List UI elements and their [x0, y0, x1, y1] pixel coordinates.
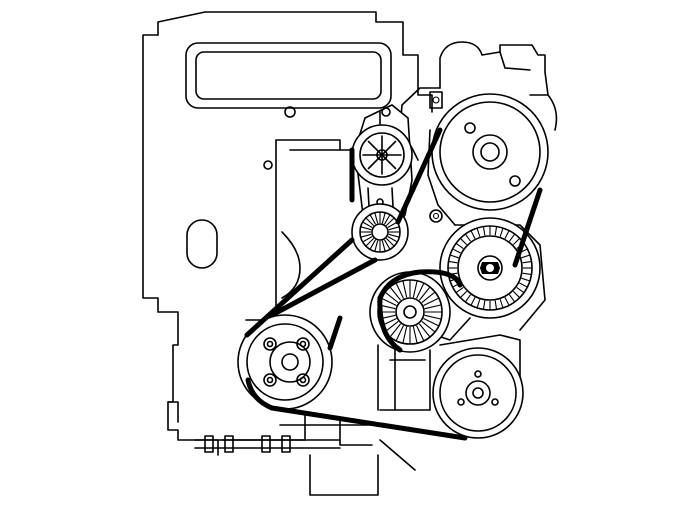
pulley-rib — [519, 282, 528, 288]
pulley-rib — [459, 237, 468, 246]
pulley-rib — [482, 226, 486, 236]
pulley-rib — [521, 277, 531, 282]
pulley-rib — [516, 286, 525, 294]
pulley-rib — [455, 286, 464, 294]
belt-tensioner-pulley — [369, 271, 471, 353]
pulley-rib — [365, 217, 375, 227]
crankshaft-pulley — [237, 314, 333, 410]
pulley-rib — [448, 260, 458, 264]
pulley-rib — [482, 300, 486, 310]
pulley-rib — [402, 280, 408, 298]
pulley-rib — [360, 233, 372, 238]
alternator-pulley — [439, 217, 546, 331]
pulley-rib — [384, 214, 391, 225]
pulley-rib — [476, 227, 481, 237]
pulley-rib — [384, 320, 399, 333]
small-ribbed-pulley — [351, 203, 409, 261]
pulley-rib — [384, 239, 391, 250]
pulley-rib — [464, 294, 472, 303]
pulley-rib — [449, 254, 459, 259]
pulley-rib — [395, 325, 404, 342]
pulley-rib — [418, 323, 431, 338]
serpentine-belt — [244, 127, 543, 441]
pulley-rib — [512, 290, 521, 299]
pulley-rib — [508, 233, 516, 242]
lower-hose-details — [194, 435, 416, 496]
pulley-rib — [362, 236, 373, 243]
pulley-rib — [387, 236, 398, 243]
pulley-rib — [494, 300, 498, 310]
pulley-rib — [362, 221, 373, 228]
pulley-rib — [512, 237, 521, 246]
pulley-rib — [508, 294, 516, 303]
pulley-rib — [374, 212, 379, 224]
pulley-rib — [421, 320, 436, 333]
pulley-rib — [452, 248, 461, 254]
pulley-rib — [455, 242, 464, 250]
pulley-rib — [521, 254, 531, 259]
pulley-rib — [374, 240, 379, 252]
pulley-rib — [412, 326, 418, 344]
pulley-rib — [385, 237, 395, 247]
pulley-rib — [476, 299, 481, 309]
pulley-rib — [522, 272, 532, 276]
pulley-rib — [504, 230, 510, 239]
pulley-rib — [424, 314, 442, 320]
pulley-rib — [504, 297, 510, 306]
pulley-rib — [464, 233, 472, 242]
pulley-rib — [385, 217, 395, 227]
pulley-rib — [494, 226, 498, 236]
pulley-rib — [388, 233, 400, 238]
pulley-rib — [522, 260, 532, 264]
pulley-rib — [369, 214, 376, 225]
block-holes — [186, 106, 443, 269]
pulley-rib — [402, 326, 408, 344]
pulley-rib — [499, 299, 504, 309]
pulley-rib — [384, 291, 399, 304]
pulley-rib — [381, 240, 386, 252]
rocker-cover — [185, 42, 392, 109]
pulley-rib — [459, 290, 468, 299]
pulley-rib — [412, 280, 418, 298]
pulley-rib — [470, 230, 476, 239]
pulley-rib — [381, 212, 386, 224]
power-steering-pulley — [431, 93, 549, 211]
pulley-rib — [360, 226, 372, 231]
ac-compressor-pulley — [432, 334, 524, 439]
pulley-rib — [365, 237, 375, 247]
pulley-rib — [395, 282, 404, 299]
pulley-rib — [470, 297, 476, 306]
pulley-rib — [416, 325, 425, 342]
pulley-rib — [423, 297, 440, 306]
pulley-rib — [416, 282, 425, 299]
pulley-rib — [389, 323, 402, 338]
pulley-rib — [369, 239, 376, 250]
pulley-rib — [424, 304, 442, 310]
pulley-rib — [421, 291, 436, 304]
pulley-rib — [418, 286, 431, 301]
upper-idler-pulley — [351, 124, 413, 186]
pulley-rib — [389, 286, 402, 301]
pulley-rib — [388, 226, 400, 231]
pulley-rib — [423, 318, 440, 327]
pulley-rib — [380, 297, 397, 306]
pulley-rib — [499, 227, 504, 237]
